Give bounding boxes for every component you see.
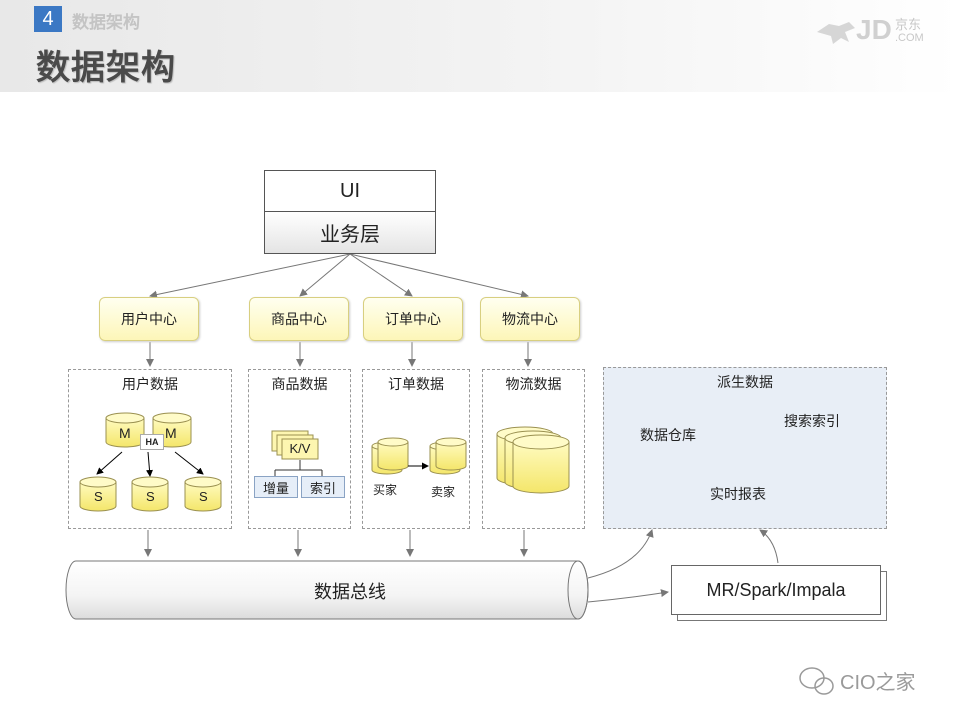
master-label-1: M: [119, 425, 131, 441]
ui-layer-box: UI: [264, 170, 436, 212]
slave-label-1: S: [94, 489, 103, 504]
user-center-box: 用户中心: [99, 297, 199, 341]
ha-badge: HA: [140, 434, 164, 450]
kv-label: K/V: [289, 441, 311, 456]
data-bus-label: 数据总线: [314, 582, 386, 602]
wechat-icon: [799, 667, 834, 695]
buyer-label: 买家: [373, 483, 398, 497]
derived-data-group: 派生数据: [603, 367, 887, 529]
product-data-group: 商品数据: [248, 369, 351, 529]
product-center-box: 商品中心: [249, 297, 349, 341]
user-data-group: 用户数据: [68, 369, 232, 529]
realtime-report-label: 实时报表: [710, 486, 766, 502]
logistics-center-box: 物流中心: [480, 297, 580, 341]
user-data-title: 用户数据: [122, 376, 178, 392]
slide-header: 4 数据架构 数据架构 JD 京东 .COM: [0, 0, 960, 92]
slave-db-3-icon: [184, 476, 222, 512]
index-box: 索引: [301, 476, 345, 498]
slave-label-2: S: [146, 489, 155, 504]
watermark-text: CIO之家: [840, 672, 916, 694]
jd-brand-cn: 京东: [895, 17, 922, 32]
buyer-db-icon: [371, 437, 409, 475]
business-layer-box: 业务层: [264, 211, 436, 254]
jd-dog-logo-icon: [817, 22, 855, 44]
order-data-group: 订单数据: [362, 369, 470, 529]
section-name: 数据架构: [72, 13, 140, 32]
slave-db-1-icon: [79, 476, 117, 512]
seller-label: 卖家: [431, 485, 456, 499]
compute-engine-box: MR/Spark/Impala: [671, 565, 881, 615]
jd-brand-text: JD: [856, 14, 892, 45]
section-number-badge: 4: [34, 6, 62, 32]
slave-label-3: S: [199, 489, 208, 504]
incremental-box: 增量: [254, 476, 298, 498]
logistics-db-icon: [496, 426, 570, 494]
page-title: 数据架构: [36, 49, 176, 87]
order-data-title: 订单数据: [388, 376, 444, 392]
product-data-title: 商品数据: [271, 376, 328, 392]
logistics-data-title: 物流数据: [505, 376, 562, 392]
jd-brand-com: .COM: [895, 32, 924, 44]
master-db-1-icon: [105, 412, 145, 448]
logistics-data-group: 物流数据: [482, 369, 585, 529]
derived-data-title: 派生数据: [717, 374, 773, 390]
slave-db-2-icon: [131, 476, 169, 512]
order-center-box: 订单中心: [363, 297, 463, 341]
master-label-2: M: [165, 425, 177, 441]
search-index-label: 搜索索引: [784, 413, 840, 429]
seller-db-icon: [429, 437, 467, 475]
warehouse-label: 数据仓库: [640, 427, 696, 443]
